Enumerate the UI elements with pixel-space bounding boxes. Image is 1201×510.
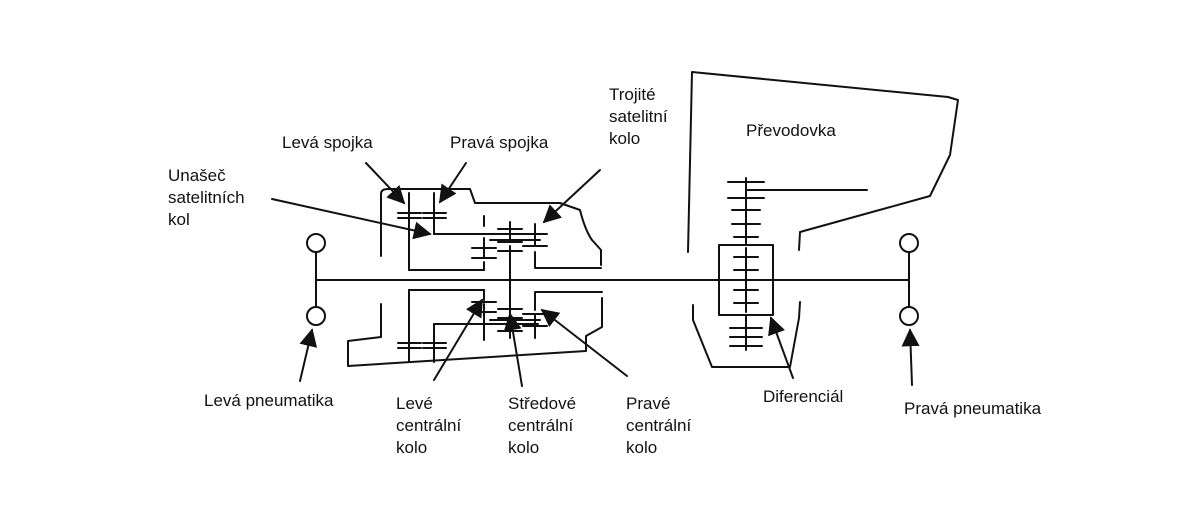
label-stredove-centralni-kolo: Středové centrální kolo xyxy=(508,393,576,459)
arrow-trojite xyxy=(542,169,601,224)
label-line: Trojité xyxy=(609,85,656,104)
label-line: kolo xyxy=(508,438,540,457)
left-lower-wheel xyxy=(306,306,326,326)
right-lower-wheel xyxy=(899,306,919,326)
left-upper-wheel xyxy=(306,233,326,253)
left-housing-bottom xyxy=(347,297,603,367)
label-line: centrální xyxy=(396,416,462,435)
label-line: satelitních xyxy=(168,188,245,207)
gearbox-housing xyxy=(687,71,959,253)
label-line: Pravé xyxy=(626,394,671,413)
arrow-unasec xyxy=(271,198,432,240)
label-prevodovka: Převodovka xyxy=(746,121,836,140)
arrow-leva-spojka xyxy=(365,162,406,205)
gearbox-bottom xyxy=(692,301,801,368)
label-line: satelitní xyxy=(609,107,668,126)
label-trojite-satelitni-kolo: Trojité satelitní kolo xyxy=(609,84,668,150)
label-leva-spojka: Levá spojka xyxy=(282,133,373,152)
arrow-leva-pneumatika xyxy=(299,328,318,382)
arrow-stredove-centralni xyxy=(503,312,523,387)
label-line: Středové xyxy=(508,394,577,413)
label-line: centrální xyxy=(508,416,574,435)
label-diferencial: Diferenciál xyxy=(763,387,844,406)
left-housing-top xyxy=(380,188,602,266)
right-sun-gear-hub xyxy=(534,251,603,311)
label-line: Unašeč xyxy=(168,166,226,185)
label-line: centrální xyxy=(626,416,692,435)
label-prava-pneumatika: Pravá pneumatika xyxy=(904,399,1042,418)
label-line: kolo xyxy=(609,129,641,148)
differential-gears xyxy=(718,247,774,313)
label-prava-spojka: Pravá spojka xyxy=(450,133,549,152)
label-line: kol xyxy=(168,210,190,229)
arrow-prava-spojka xyxy=(439,162,467,204)
label-leve-centralni-kolo: Levé centrální kolo xyxy=(396,393,461,459)
label-line: Levé xyxy=(396,394,433,413)
arrow-diferencial xyxy=(768,316,794,379)
label-leva-pneumatika: Levá pneumatika xyxy=(204,391,334,410)
label-line: kolo xyxy=(396,438,428,457)
label-line: kolo xyxy=(626,438,658,457)
label-unasec-satelitnich-kol: Unašeč satelitních kol xyxy=(168,165,245,231)
arrow-leve-centralni xyxy=(433,298,483,381)
arrow-prava-pneumatika xyxy=(901,328,920,386)
triple-planet-gear-upper xyxy=(471,215,548,259)
right-upper-wheel xyxy=(899,233,919,253)
arrow-prave-centralni xyxy=(540,308,628,377)
label-prave-centralni-kolo: Pravé centrální kolo xyxy=(626,393,691,459)
